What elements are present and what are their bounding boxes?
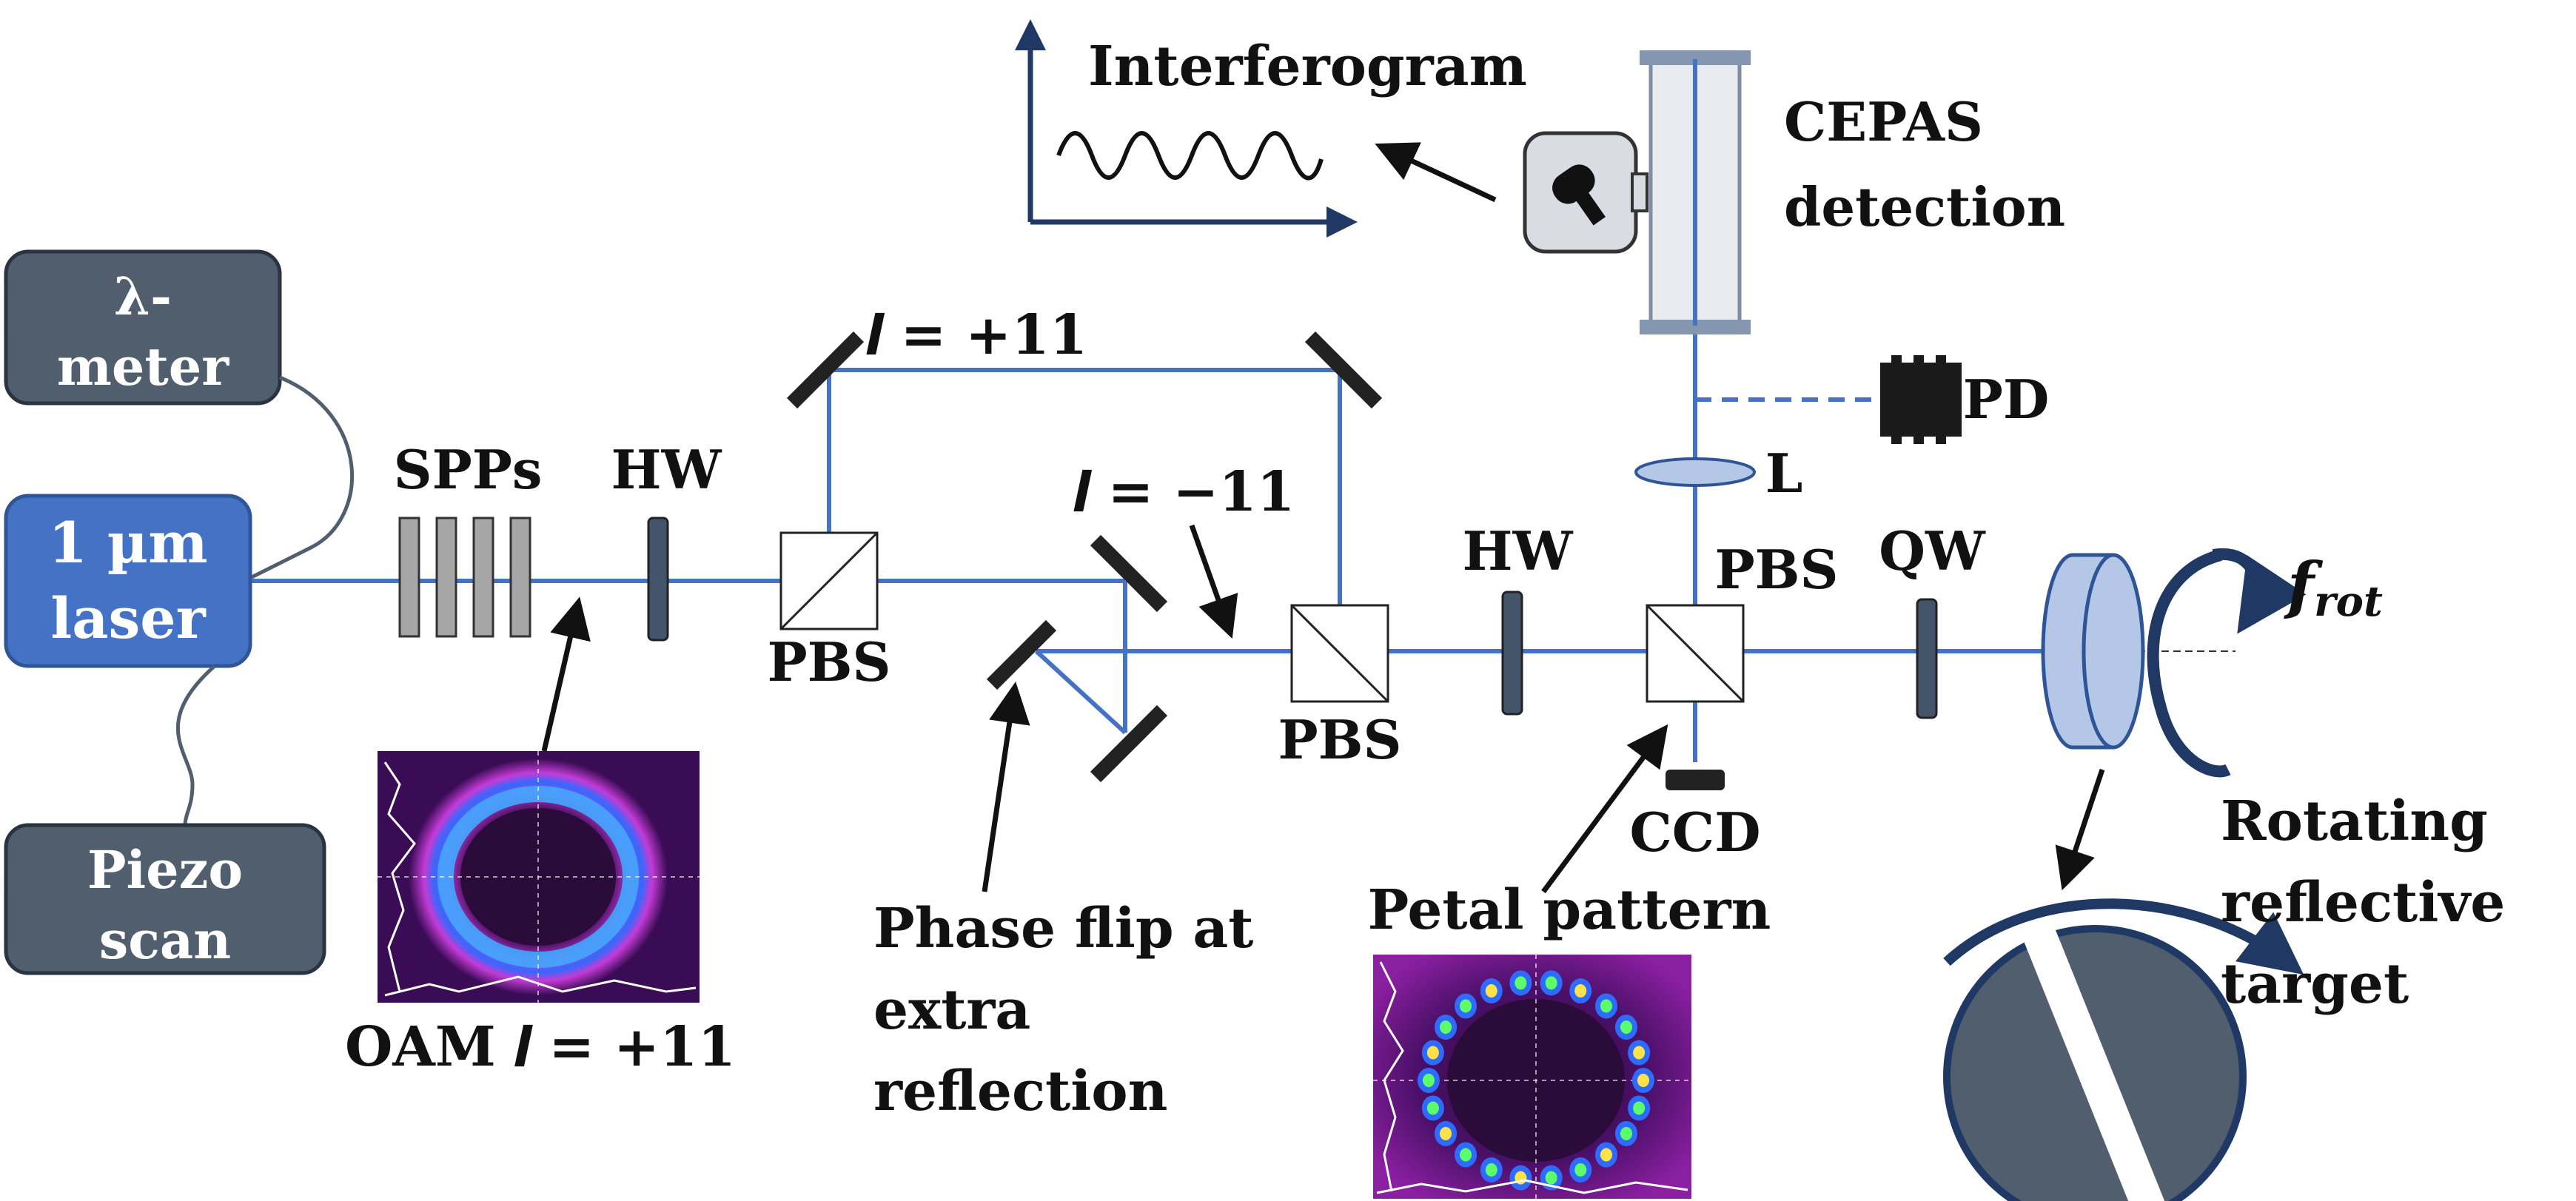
pbs-2-label: PBS: [1278, 708, 1402, 771]
cepas-label-1: CEPAS: [1784, 90, 1983, 153]
petal-lobe-core: [1426, 1046, 1439, 1060]
piezo-cable: [175, 665, 216, 826]
half-wave-plate-2: [1501, 591, 1523, 716]
pbs-3-label: PBS: [1715, 538, 1839, 601]
oam-label: OAM 𝒍 = +11: [345, 1015, 736, 1079]
mic-to-interferogram-arrow: [1375, 142, 1497, 203]
half-wave-plate-1: [647, 517, 669, 642]
pbs-3: [1646, 604, 1745, 703]
piezo-scan-box: Piezo scan: [4, 823, 326, 975]
petal-lobe-core: [1574, 984, 1587, 998]
laser-label-2: laser: [50, 585, 206, 651]
petal-lobe-core: [1460, 1148, 1472, 1162]
piezo-label-2: scan: [99, 909, 231, 971]
lambda-meter-box: λ- meter: [4, 249, 282, 406]
quarter-wave-plate: [1916, 598, 1938, 719]
hw-right-label: HW: [1463, 519, 1574, 582]
phase-flip-label-1: Phase flip at: [873, 897, 1253, 961]
petal-lobe-core: [1460, 999, 1472, 1013]
petal-lobe-core: [1574, 1163, 1587, 1177]
spiral-phase-plates: [398, 517, 531, 638]
petal-lobe-core: [1426, 1101, 1439, 1115]
lambda-meter-label-2: meter: [57, 336, 229, 397]
laser-box: 1 µm laser: [4, 494, 252, 668]
cepas-cell: [1640, 50, 1751, 334]
photodiode-icon: [1880, 355, 1962, 444]
piezo-label-1: Piezo: [87, 839, 243, 901]
pbs-2: [1290, 604, 1389, 703]
rotating-target-side: [2041, 553, 2145, 750]
oam-image-arrow: [541, 596, 591, 752]
pd-label: PD: [1963, 368, 2050, 431]
lambda-meter-fiber: [250, 375, 355, 579]
petal-label: Petal pattern: [1368, 878, 1771, 942]
phase-flip-label-3: reflection: [873, 1060, 1167, 1123]
mirror-lower-bottom: [1090, 704, 1168, 783]
petal-lobe-core: [1545, 976, 1557, 990]
phase-flip-label-2: extra: [873, 978, 1030, 1042]
target-label-3: target: [2221, 952, 2409, 1016]
petal-lobe-core: [1637, 1074, 1649, 1087]
target-rotation-arrow: [1943, 898, 2304, 975]
lens-label: L: [1765, 442, 1803, 505]
petal-lobe-core: [1485, 1163, 1497, 1177]
mirror-lower-left: [986, 619, 1057, 690]
mirror-upper-left: [786, 331, 865, 409]
l-plus-label: 𝒍 = +11: [866, 303, 1088, 367]
qw-label: QW: [1879, 519, 1986, 582]
petal-pattern-image: [1373, 955, 1691, 1199]
pbs-1-label: PBS: [768, 630, 891, 693]
rotation-arrow-head: [2212, 548, 2307, 634]
petal-lobe-core: [1620, 1126, 1632, 1140]
ccd-camera: [1666, 770, 1725, 790]
lens: [1634, 457, 1756, 487]
petal-lobe-core: [1600, 1148, 1612, 1162]
lambda-meter-label-1: λ-: [114, 266, 172, 327]
ccd-label: CCD: [1629, 801, 1760, 864]
petal-lobe-core: [1620, 1020, 1632, 1035]
target-label-1: Rotating: [2221, 790, 2488, 853]
phase-flip-arrow: [982, 682, 1030, 892]
pbs-1: [779, 531, 879, 630]
petal-lobe-core: [1485, 984, 1497, 998]
microphone-icon: [1523, 131, 1648, 254]
interferogram-label: Interferogram: [1088, 35, 1527, 98]
target-label-2: reflective: [2221, 871, 2505, 935]
laser-label-1: 1 µm: [48, 510, 207, 576]
petal-lobe-core: [1633, 1046, 1646, 1060]
frot-label: 𝒇rot: [2284, 548, 2383, 626]
l-minus-arrow: [1189, 524, 1238, 639]
l-minus-label: 𝒍 = −11: [1073, 460, 1295, 524]
rotation-arrow-back: [2147, 549, 2231, 778]
interferogram-trace: [1056, 131, 1324, 181]
petal-lobe-core: [1545, 1171, 1557, 1185]
petal-lobe-core: [1600, 999, 1612, 1013]
petal-arrow: [1541, 724, 1668, 894]
petal-lobe-core: [1633, 1101, 1646, 1115]
petal-lobe-core: [1440, 1020, 1452, 1035]
spps-label: SPPs: [394, 438, 543, 501]
mirror-upper-right: [1304, 331, 1383, 409]
petal-lobe-core: [1440, 1126, 1452, 1140]
oam-ring-image: [378, 751, 700, 1003]
mirror-lower-top: [1090, 534, 1168, 613]
petal-lobe-core: [1423, 1074, 1435, 1087]
petal-lobe-core: [1515, 976, 1527, 990]
cepas-label-2: detection: [1784, 175, 2065, 238]
target-arrow: [2055, 768, 2105, 891]
hw-left-label: HW: [611, 438, 722, 501]
rotating-target-front: [1943, 925, 2247, 1201]
